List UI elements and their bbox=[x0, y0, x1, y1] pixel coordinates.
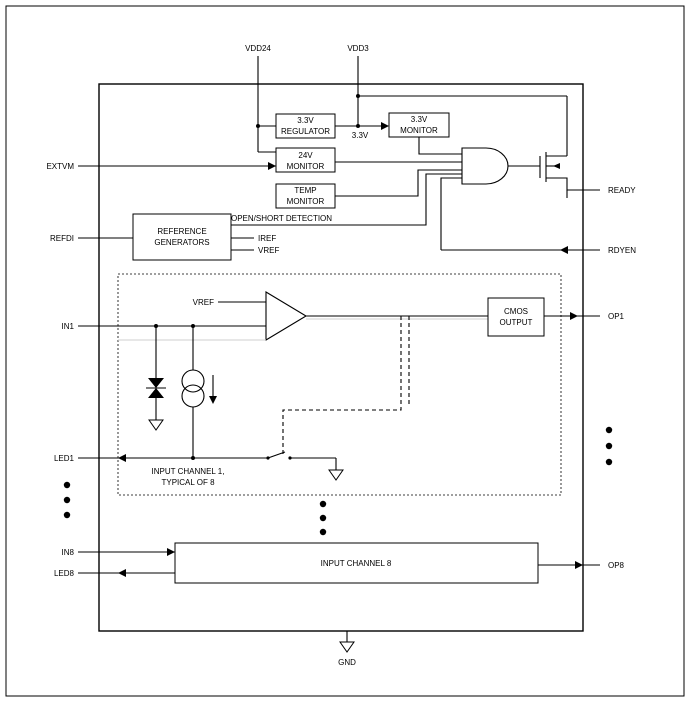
led1-label: LED1 bbox=[54, 454, 75, 463]
ground-symbol-ch1 bbox=[328, 469, 344, 481]
op8-label: OP8 bbox=[608, 561, 625, 570]
rdyen-label: RDYEN bbox=[608, 246, 636, 255]
rail-33v-label: 3.3V bbox=[352, 131, 369, 140]
input-channel8-block: INPUT CHANNEL 8 bbox=[174, 542, 539, 584]
temp-monitor-block: TEMP MONITOR bbox=[275, 183, 336, 209]
comparator bbox=[265, 291, 308, 341]
and-gate bbox=[461, 147, 509, 185]
channel-switch bbox=[267, 451, 286, 459]
in1-label: IN1 bbox=[62, 322, 75, 331]
ellipsis-center bbox=[319, 500, 327, 536]
ellipsis-left bbox=[63, 481, 71, 519]
chip-outline bbox=[98, 83, 584, 632]
gnd-label: GND bbox=[338, 658, 356, 667]
channel1-line1: INPUT CHANNEL 1, bbox=[152, 467, 225, 476]
cmos-line1: CMOS bbox=[504, 307, 528, 316]
extvm-label: EXTVM bbox=[46, 162, 74, 171]
vdd3-pin: VDD3 bbox=[347, 44, 568, 156]
vdd24-label: VDD24 bbox=[245, 44, 271, 53]
monitor33-line2: MONITOR bbox=[400, 126, 438, 135]
op1-label: OP1 bbox=[608, 312, 625, 321]
reference-block: REFERENCE GENERATORS bbox=[132, 213, 232, 261]
reference-line2: GENERATORS bbox=[154, 238, 209, 247]
figure-frame bbox=[5, 5, 685, 697]
regulator-line2: REGULATOR bbox=[281, 127, 330, 136]
monitor33-block: 3.3V MONITOR bbox=[388, 112, 450, 138]
vdd24-pin: VDD24 bbox=[245, 44, 276, 153]
iref-label: IREF bbox=[258, 234, 276, 243]
regulator-line1: 3.3V bbox=[297, 116, 314, 125]
led8-label: LED8 bbox=[54, 569, 75, 578]
refdi-label: REFDI bbox=[50, 234, 74, 243]
monitor24-block: 24V MONITOR bbox=[275, 147, 336, 173]
vdd3-label: VDD3 bbox=[347, 44, 369, 53]
regulator-block: 3.3V REGULATOR bbox=[275, 113, 336, 139]
temp-line2: MONITOR bbox=[287, 197, 325, 206]
cmos-line2: OUTPUT bbox=[500, 318, 533, 327]
in8-label: IN8 bbox=[62, 548, 75, 557]
vref-label: VREF bbox=[258, 246, 279, 255]
cmos-output-block: CMOS OUTPUT bbox=[487, 297, 545, 337]
current-source bbox=[181, 326, 217, 458]
monitor24-line1: 24V bbox=[298, 151, 313, 160]
extvm-pin: EXTVM bbox=[46, 162, 276, 171]
vref-in-label: VREF bbox=[193, 298, 214, 307]
open-short-label: OPEN/SHORT DETECTION bbox=[231, 214, 332, 223]
reference-line1: REFERENCE bbox=[157, 227, 206, 236]
input-channel8-label: INPUT CHANNEL 8 bbox=[321, 559, 392, 568]
channel1-line2: TYPICAL OF 8 bbox=[161, 478, 215, 487]
monitor33-line1: 3.3V bbox=[411, 115, 428, 124]
ellipsis-right bbox=[605, 426, 613, 466]
temp-line1: TEMP bbox=[294, 186, 316, 195]
input-channel1-boundary bbox=[117, 273, 562, 496]
gnd-pin: GND bbox=[338, 631, 356, 667]
monitor24-line2: MONITOR bbox=[287, 162, 325, 171]
tvs-diode bbox=[146, 326, 166, 431]
ready-label: READY bbox=[608, 186, 636, 195]
